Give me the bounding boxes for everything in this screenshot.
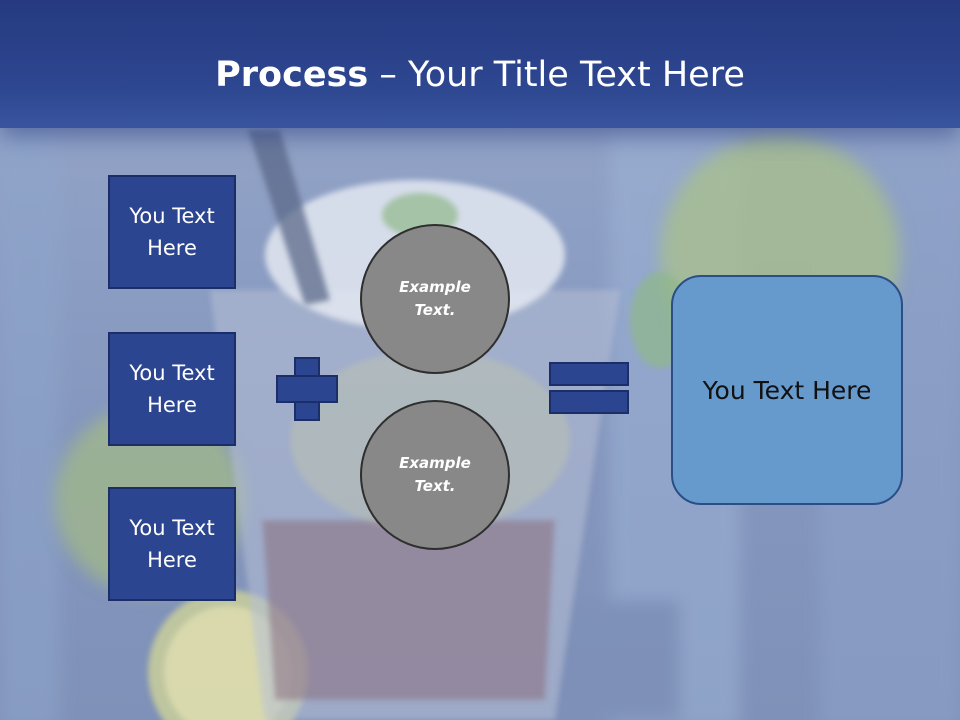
- example-circle-2-label: Example Text.: [399, 454, 471, 495]
- example-circle-1: Example Text.: [360, 224, 510, 374]
- result-box: You Text Here: [671, 275, 903, 505]
- input-box-2-label: You Text Here: [129, 361, 215, 417]
- input-box-1: You Text Here: [108, 175, 236, 289]
- title-rest: – Your Title Text Here: [368, 55, 745, 95]
- example-circle-2: Example Text.: [360, 400, 510, 550]
- input-box-2: You Text Here: [108, 332, 236, 446]
- title-bold: Process: [215, 55, 369, 95]
- input-box-3: You Text Here: [108, 487, 236, 601]
- example-circle-1-label: Example Text.: [399, 278, 471, 319]
- result-box-label: You Text Here: [702, 375, 872, 405]
- input-box-1-label: You Text Here: [129, 204, 215, 260]
- slide-title: Process – Your Title Text Here: [0, 52, 960, 98]
- title-bar: [0, 0, 960, 128]
- equals-icon-top-bar: [549, 362, 629, 386]
- equals-icon-bottom-bar: [549, 390, 629, 414]
- plus-icon-center: [296, 377, 318, 401]
- input-box-3-label: You Text Here: [129, 516, 215, 572]
